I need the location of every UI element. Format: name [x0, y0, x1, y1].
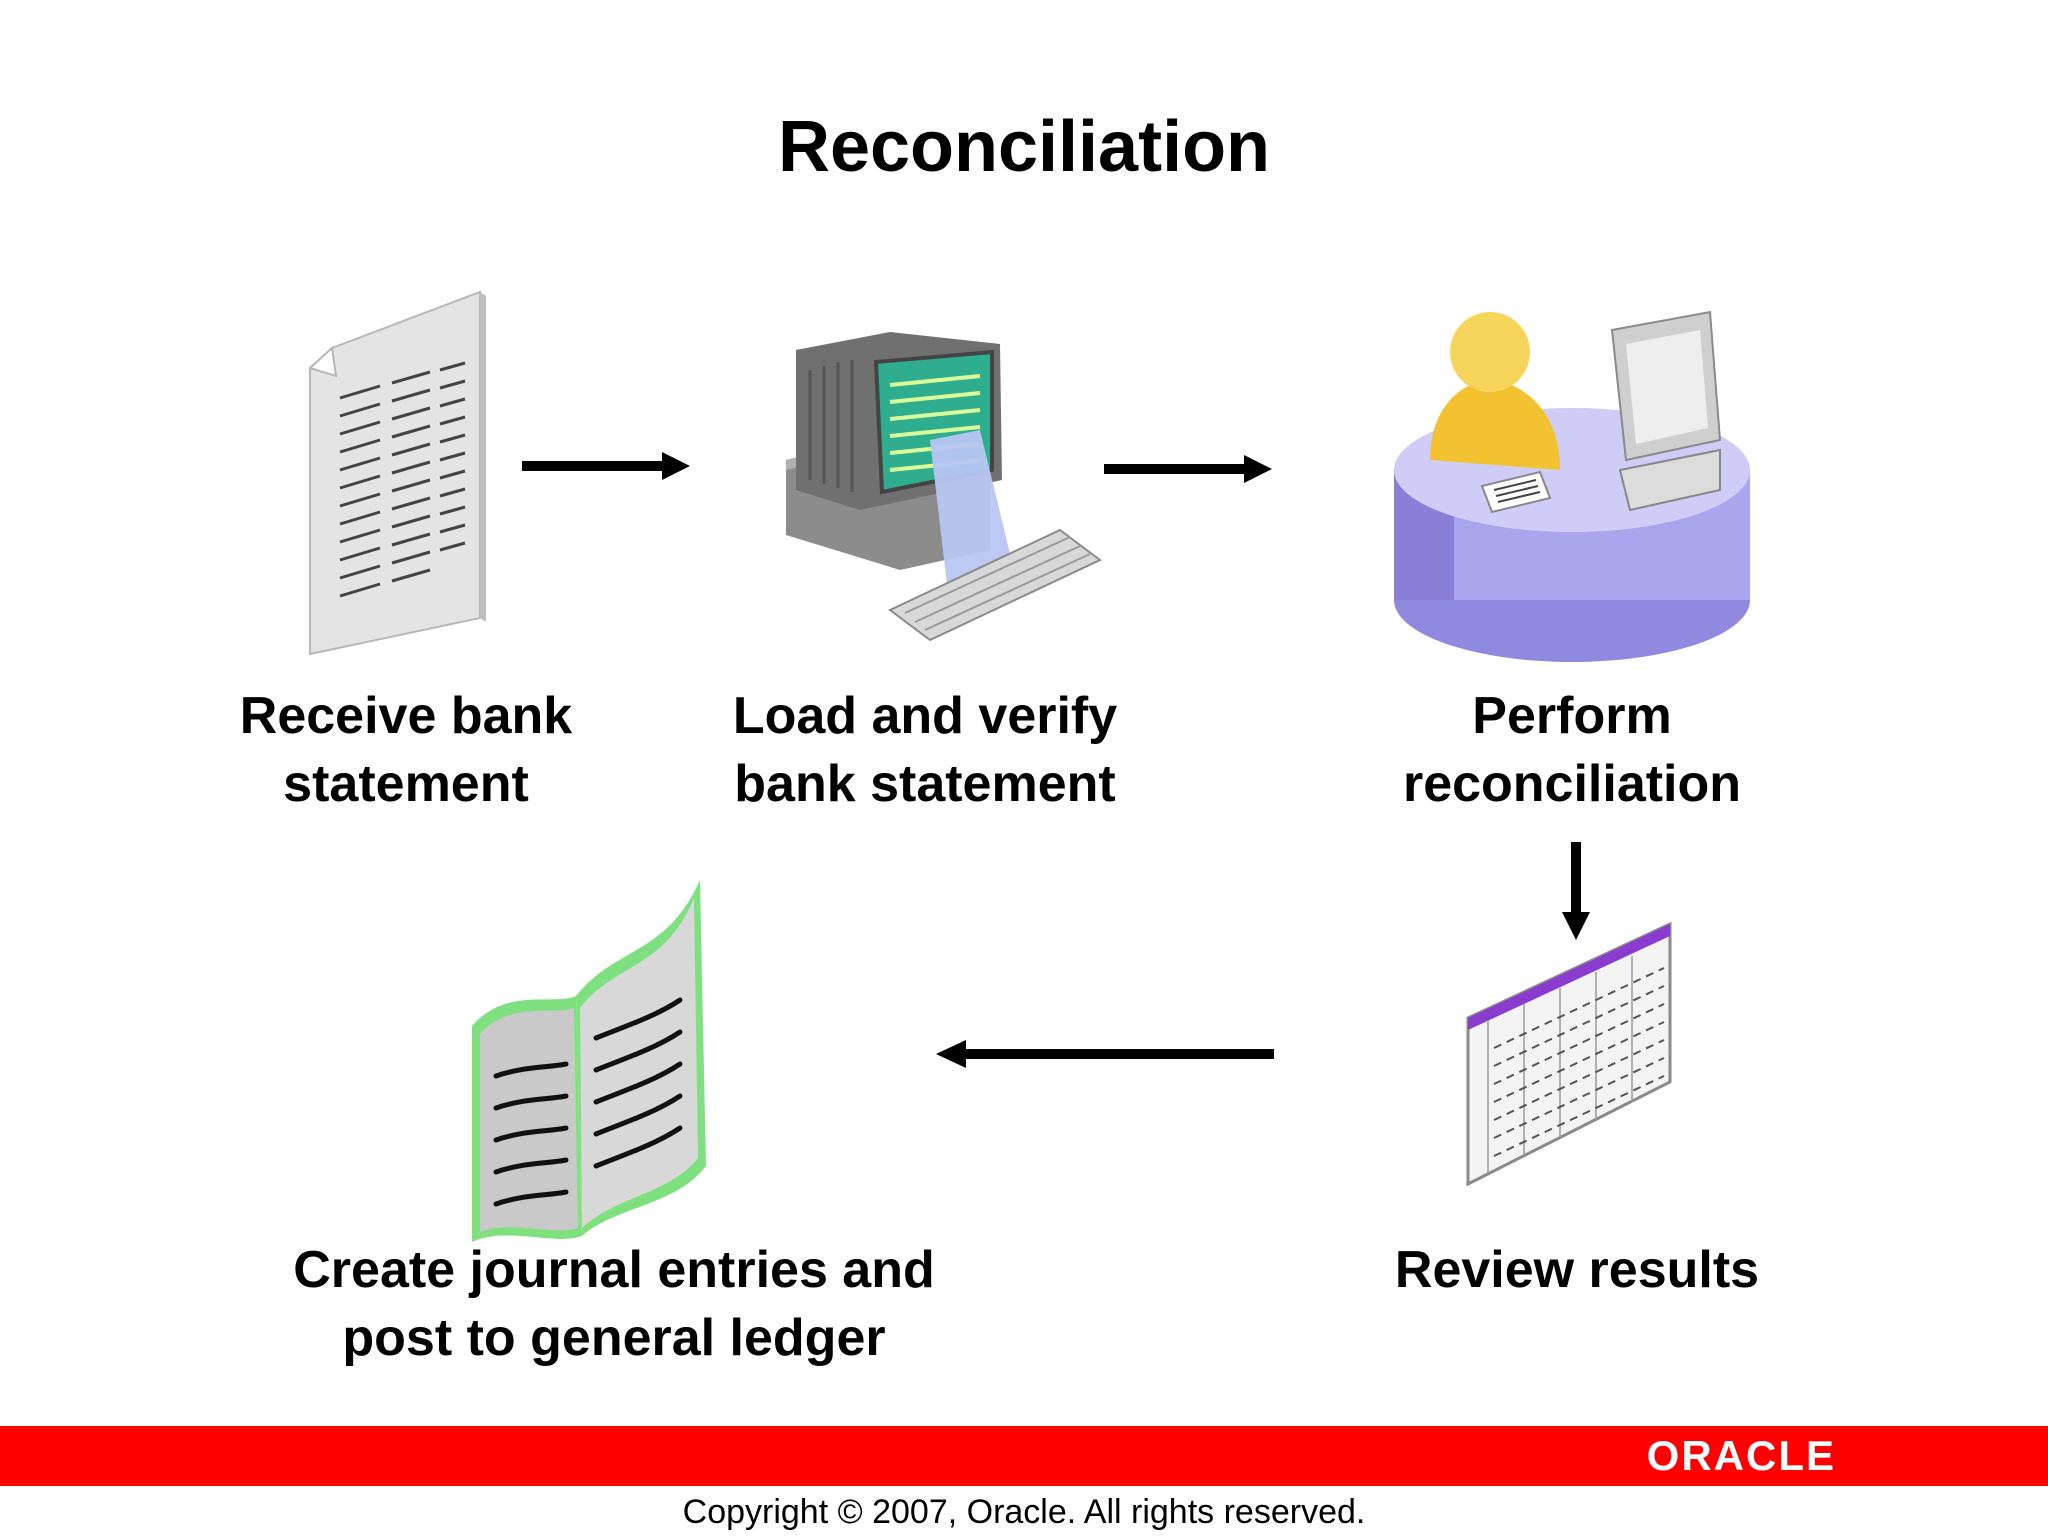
step-label-line: reconciliation: [1402, 755, 1742, 813]
step-label-line: Receive bank: [239, 687, 573, 745]
flow-arrow-left: [936, 1040, 1274, 1068]
computer-terminal-icon: [786, 332, 1102, 642]
step-label-line: post to general ledger: [342, 1309, 886, 1367]
flow-arrow-down: [1562, 842, 1590, 940]
step-label-load: Load and verify bank statement: [700, 682, 1150, 818]
step-label-create: Create journal entries and post to gener…: [214, 1236, 1014, 1372]
step-label-line: bank statement: [734, 755, 1116, 813]
copyright-text: Copyright © 2007, Oracle. All rights res…: [682, 1493, 1366, 1531]
step-label-line: Load and verify: [732, 687, 1118, 745]
page-title: Reconciliation: [777, 107, 1271, 187]
step-label-review: Review results: [1352, 1236, 1802, 1304]
step-label-perform: Perform reconciliation: [1352, 682, 1792, 818]
person-at-workstation-icon: [1394, 310, 1750, 662]
bank-statement-document-icon: [308, 290, 486, 656]
flow-arrow-right: [1104, 455, 1272, 483]
oracle-logo: ORACLE: [1646, 1432, 1836, 1479]
ledger-book-icon: [472, 880, 706, 1242]
step-label-line: Perform: [1472, 687, 1672, 745]
step-label-receive: Receive bank statement: [206, 682, 606, 818]
footer-bar: [0, 1426, 2048, 1486]
flow-arrow-right: [522, 452, 690, 480]
step-label-line: statement: [283, 755, 529, 813]
step-label-line: Create journal entries and: [293, 1241, 935, 1299]
step-label-line: Review results: [1394, 1241, 1760, 1299]
spreadsheet-report-icon: [1466, 921, 1672, 1187]
